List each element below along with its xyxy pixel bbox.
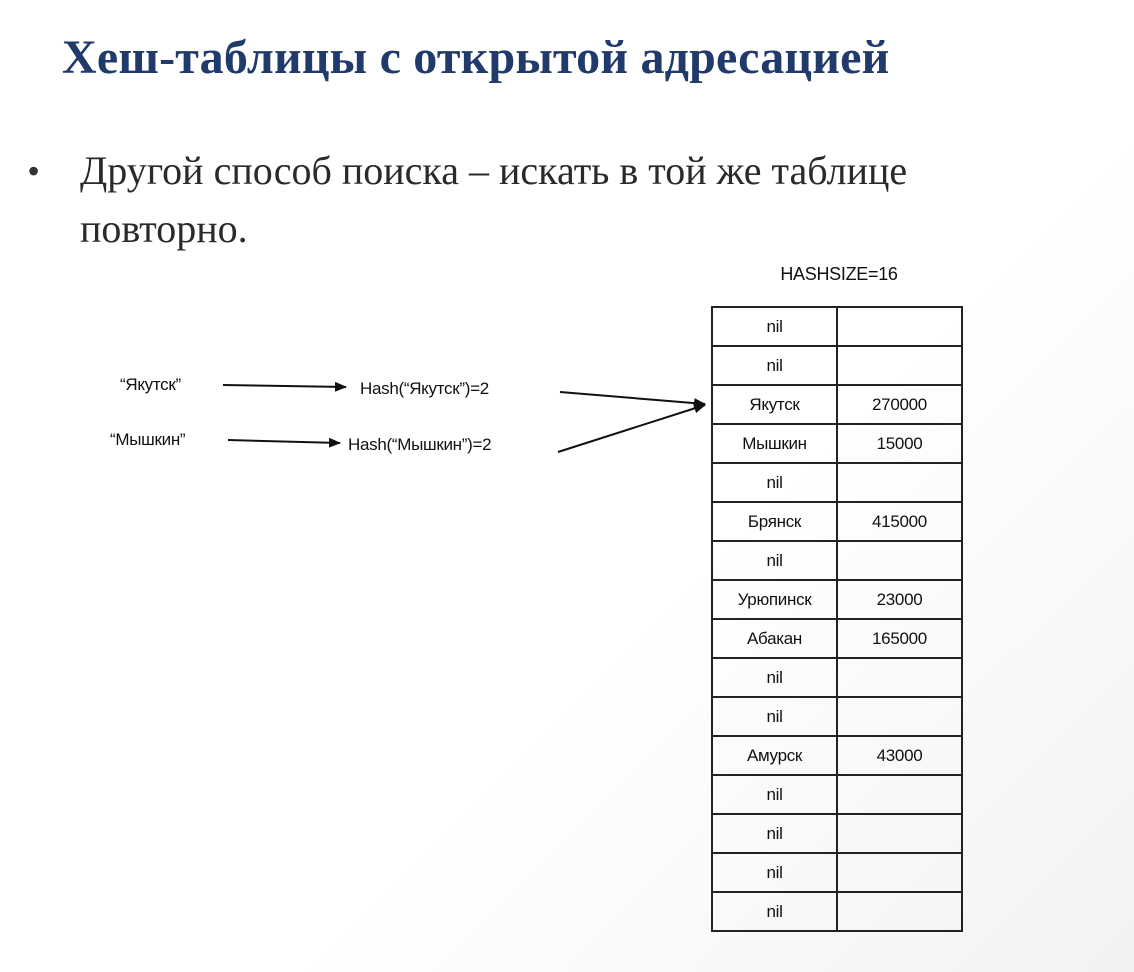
hash-table-key-cell: nil [711,774,838,815]
hash-table-row: nil [711,813,963,854]
hash-table-key-cell: Брянск [711,501,838,542]
hash-table-value-cell [836,345,963,386]
arrow-yakutsk-to-hash [222,381,347,392]
hash-table-value-cell: 43000 [836,735,963,776]
hash-table-value-cell: 165000 [836,618,963,659]
hash-table-key-cell: Абакан [711,618,838,659]
slide-title: Хеш-таблицы с открытой адресацией [62,31,890,84]
hash-table-key-cell: nil [711,813,838,854]
hash-table-key-cell: Мышкин [711,423,838,464]
hash-table-value-cell [836,540,963,581]
hash-table-value-cell [836,657,963,698]
arrow-myshkin-to-hash [227,437,341,448]
hash-table-row: nil [711,345,963,386]
arrow-hash-yakutsk-to-slot [559,391,706,409]
hash-table-row: nil [711,306,963,347]
bullet-dot-icon: • [28,153,40,189]
hash-table-key-cell: Якутск [711,384,838,425]
hash-table-value-cell: 415000 [836,501,963,542]
hash-table-value-cell [836,852,963,893]
hash-table-value-cell [836,891,963,932]
hash-table-key-cell: nil [711,696,838,737]
hash-table-value-cell [836,462,963,503]
input-key-yakutsk: “Якутск” [120,375,181,394]
bullet-text: Другой способ поиска – искать в той же т… [80,148,908,251]
hash-table-row: nil [711,891,963,932]
hash-table-key-cell: nil [711,306,838,347]
hash-table-key-cell: nil [711,345,838,386]
hash-table-key-cell: Урюпинск [711,579,838,620]
hashsize-label: HASHSIZE=16 [780,264,898,284]
hash-label-myshkin: Hash(“Мышкин”)=2 [348,435,492,454]
hash-table-row: nil [711,540,963,581]
input-key-myshkin: “Мышкин” [110,430,186,449]
hash-table-value-cell: 270000 [836,384,963,425]
hash-table-value-cell: 15000 [836,423,963,464]
hash-table-key-cell: Амурск [711,735,838,776]
hash-table-row: nil [711,696,963,737]
hash-table-value-cell: 23000 [836,579,963,620]
hash-table-key-cell: nil [711,462,838,503]
hash-table-row: nil [711,462,963,503]
hash-table-value-cell [836,696,963,737]
hash-table-key-cell: nil [711,540,838,581]
hash-table-value-cell [836,306,963,347]
arrow-hash-myshkin-to-slot [557,403,706,453]
hash-table-value-cell [836,813,963,854]
hash-table-row: nil [711,774,963,815]
hash-table-key-cell: nil [711,891,838,932]
hash-table-row: nil [711,657,963,698]
hash-table-value-cell [836,774,963,815]
hash-table-key-cell: nil [711,852,838,893]
hash-label-yakutsk: Hash(“Якутск”)=2 [360,379,489,398]
hash-table-row: nil [711,852,963,893]
hash-table-key-cell: nil [711,657,838,698]
